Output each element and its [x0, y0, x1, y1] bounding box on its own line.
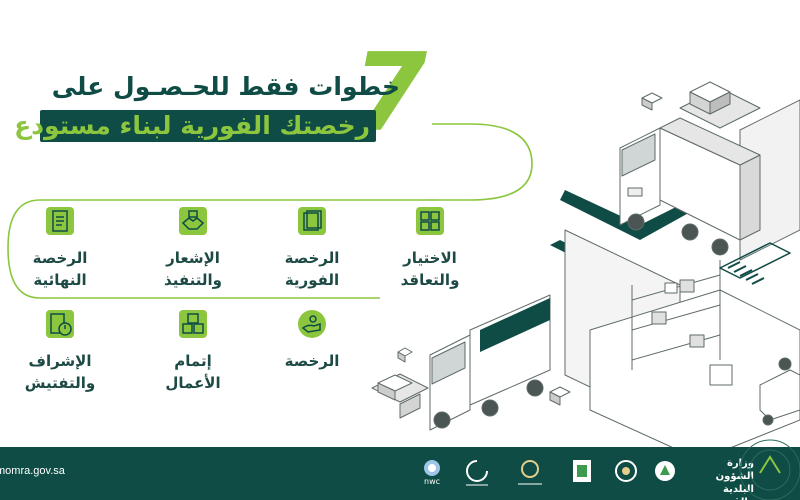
clipboard-timer-icon — [46, 310, 74, 338]
ministry-emblem — [739, 439, 800, 500]
housing-program-logo — [518, 460, 542, 485]
grid-boxes-icon — [416, 207, 444, 235]
step-instant-license: الرخصة الفورية — [252, 205, 372, 291]
step-label: الإشعار والتنفيذ — [164, 249, 222, 289]
title-highlight-bar — [40, 110, 376, 142]
title-line-2: رخصتك الفورية لبناء مستودع — [14, 111, 370, 140]
checklist-icon — [46, 207, 74, 235]
nwc-logo — [424, 460, 440, 476]
document-stack-icon — [298, 207, 326, 235]
electricity-logo — [466, 460, 488, 486]
footer-bar: momra.gov.sa nwc وزارة الشؤون البلدية وا… — [0, 439, 800, 500]
step-supervision-inspection: الإشراف والتفتيش — [0, 308, 120, 394]
step-label: الاختيار والتعاقد — [400, 249, 460, 289]
step-selection-contract: الاختيار والتعاقد — [370, 205, 490, 291]
handshake-box-icon — [179, 207, 207, 235]
step-label: الرخصة النهائية — [32, 249, 88, 289]
step-final-license: الرخصة النهائية — [0, 205, 120, 291]
nwc-label: nwc — [424, 477, 441, 486]
step-label: الإشراف والتفتيش — [24, 352, 96, 392]
title-line-1: خطوات فقط للحـصـول على — [51, 72, 400, 101]
step-label: الرخصة الفورية — [284, 249, 340, 289]
hand-coin-icon — [298, 310, 326, 338]
step-notice-execution: الإشعار والتنفيذ — [133, 205, 253, 291]
website-link[interactable]: momra.gov.sa — [0, 465, 65, 477]
step-label: الرخصة — [284, 352, 340, 370]
step-work-completion: إتمام الأعمال — [133, 308, 253, 394]
step-label: إتمام الأعمال — [165, 352, 221, 392]
step-license: الرخصة — [252, 308, 372, 372]
emblem-logo — [655, 461, 675, 481]
balady-logo — [573, 460, 591, 482]
stacked-boxes-icon — [179, 310, 207, 338]
civil-defense-logo — [615, 460, 637, 482]
